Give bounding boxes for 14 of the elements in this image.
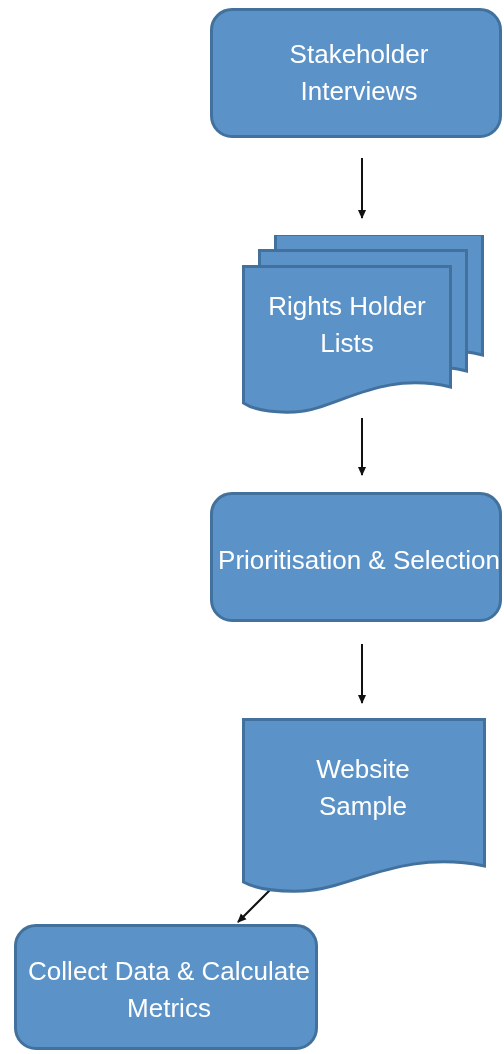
node-label: Collect Data & Calculate Metrics	[27, 955, 311, 1025]
arrow	[237, 889, 271, 923]
arrow	[358, 157, 366, 219]
node-label: Prioritisation & Selection	[218, 543, 500, 577]
document-shape	[242, 718, 486, 894]
arrow	[358, 643, 366, 704]
process-box	[210, 492, 502, 622]
arrow	[358, 417, 366, 476]
process-box	[210, 8, 502, 138]
node-label: Stakeholder Interviews	[288, 38, 430, 108]
process-box	[14, 924, 318, 1050]
node-label: Website Sample	[315, 753, 411, 823]
node-label: Rights Holder Lists	[267, 290, 427, 360]
multi-document-shape	[242, 235, 486, 417]
